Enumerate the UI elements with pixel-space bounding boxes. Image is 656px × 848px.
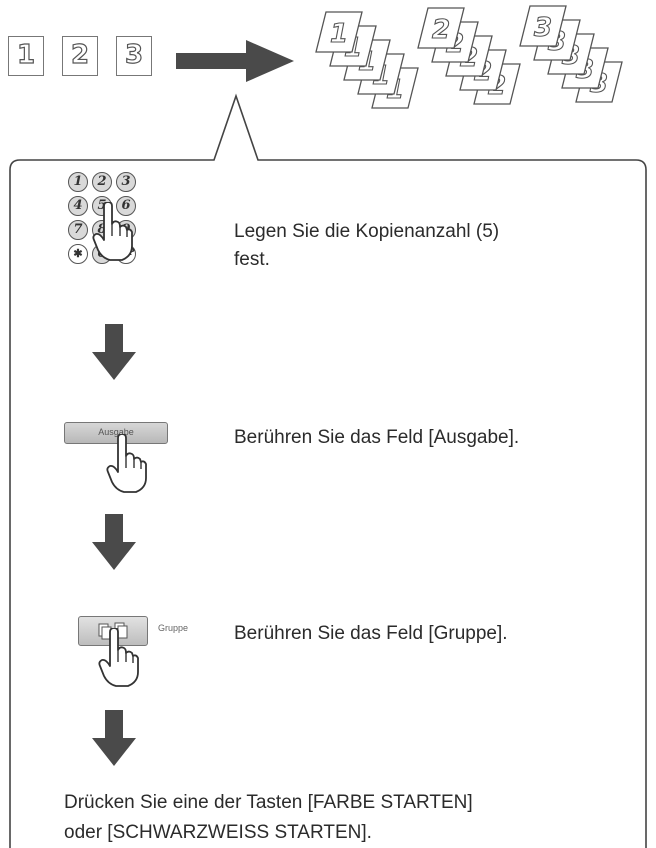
down-arrow-icon [92, 514, 136, 570]
output-copy-sheet [417, 7, 465, 49]
pointing-hand-icon [98, 628, 139, 687]
key-2[interactable]: 2 [92, 172, 112, 192]
down-arrow-icon [92, 710, 136, 766]
original-page-1-number: 1 [16, 39, 36, 70]
output-copy-sheet [519, 5, 567, 47]
numeric-keypad: 1 2 3 4 5 6 7 8 9 ✱ 0 #/P [68, 172, 168, 298]
key-star[interactable]: ✱ [68, 244, 88, 264]
output-copy-sheet [315, 11, 363, 53]
step-3-text: Berühren Sie das Feld [Gruppe]. [234, 623, 508, 644]
step-1-text: Legen Sie die Kopienanzahl (5) fest. [234, 218, 499, 274]
grouped-output-stacks: 111112222233333 [315, 5, 623, 109]
down-arrow-icon [92, 324, 136, 380]
final-line-1: Drücken Sie eine der Tasten [FARBE START… [64, 792, 473, 813]
key-3[interactable]: 3 [116, 172, 136, 192]
pointing-hand-icon [106, 434, 147, 493]
original-page-1: 1 [8, 36, 44, 76]
pointing-hand-icon [92, 202, 133, 261]
key-4[interactable]: 4 [68, 196, 88, 216]
big-right-arrow-icon [176, 40, 294, 82]
step-1-line-1: Legen Sie die Kopienanzahl (5) [234, 221, 500, 242]
key-6[interactable]: 6 [116, 196, 136, 216]
final-instruction: Drücken Sie eine der Tasten [FARBE START… [64, 788, 473, 848]
output-copy-number: 2 [432, 15, 450, 45]
gruppe-label: Gruppe [158, 623, 189, 633]
output-copy-number: 1 [330, 19, 348, 49]
step-1-line-2: fest. [234, 249, 270, 270]
original-page-2-number: 2 [70, 39, 90, 70]
final-line-2: oder [SCHWARZWEISS STARTEN]. [64, 822, 372, 843]
output-copy-number: 3 [534, 13, 552, 43]
step-2-text: Berühren Sie das Feld [Ausgabe]. [234, 427, 520, 448]
original-page-3: 3 [116, 36, 152, 76]
ausgabe-button[interactable]: Ausgabe [64, 422, 168, 444]
original-page-3-number: 3 [124, 39, 144, 70]
original-page-2: 2 [62, 36, 98, 76]
key-1[interactable]: 1 [68, 172, 88, 192]
key-7[interactable]: 7 [68, 220, 88, 240]
